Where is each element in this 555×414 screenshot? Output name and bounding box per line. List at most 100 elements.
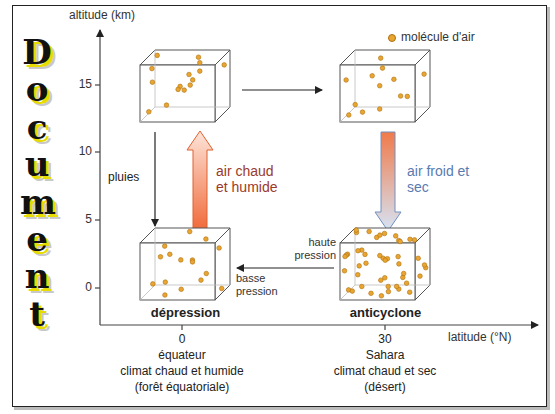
pressure-cell: anticyclone [338, 225, 433, 325]
air-molecule [342, 269, 347, 274]
air-molecule [363, 252, 368, 257]
air-molecule [378, 253, 383, 258]
air-cube [140, 228, 230, 300]
air-molecule [380, 66, 385, 71]
airmass-label: air chaud et humide [216, 163, 288, 195]
air-molecule [343, 254, 348, 259]
air-molecule [360, 284, 365, 289]
air-column [140, 50, 430, 122]
air-molecule [422, 263, 427, 268]
air-molecule [155, 53, 160, 58]
climate-label: climat chaud et sec [305, 364, 465, 379]
air-molecule [416, 256, 421, 261]
title-vertical: Document [20, 34, 54, 333]
air-molecule [196, 55, 201, 60]
air-molecule [357, 264, 362, 269]
cube-face [215, 228, 230, 300]
pressure-label: basse pression [236, 272, 292, 298]
air-molecule [412, 238, 417, 243]
tick-label: 0 [70, 280, 92, 295]
air-molecule [393, 234, 398, 239]
air-molecule [386, 289, 391, 294]
biome-label: (désert) [305, 380, 465, 395]
air-molecule [353, 102, 358, 107]
air-molecule [187, 229, 192, 234]
air-molecule [187, 72, 192, 77]
air-molecule [163, 293, 168, 298]
air-molecule [217, 246, 222, 251]
air-molecule [168, 252, 173, 257]
axes [95, 30, 538, 330]
pressure-label: haute pression [284, 236, 336, 262]
process-label: pluies [108, 170, 148, 185]
cube-face [140, 228, 230, 243]
air-molecule [369, 291, 374, 296]
air-molecule [151, 282, 156, 287]
frame [13, 6, 547, 407]
place-label: Sahara [305, 348, 465, 363]
air-cube [340, 50, 430, 122]
air-molecule [164, 103, 169, 108]
air-molecule [401, 271, 406, 276]
air-molecule [418, 274, 423, 279]
air-molecule [378, 233, 383, 238]
cube-edge [140, 228, 230, 300]
air-molecule [382, 231, 387, 236]
tick-label: 10 [70, 144, 92, 159]
air-molecule [198, 69, 203, 74]
cube-outline [338, 225, 433, 303]
place-label: équateur [102, 348, 262, 363]
pressure-flow-arrow [237, 267, 334, 268]
air-molecule [407, 290, 412, 295]
air-molecule [199, 278, 204, 283]
air-molecule [179, 287, 184, 292]
air-molecule [150, 66, 155, 71]
air-molecule [188, 83, 193, 88]
air-molecule [219, 286, 224, 291]
air-molecule [377, 107, 382, 112]
air-cube [340, 228, 430, 300]
air-molecule [190, 78, 195, 83]
cube-face [340, 243, 415, 300]
air-molecule [222, 63, 227, 68]
air-molecule [404, 281, 409, 286]
cube-face [340, 65, 415, 122]
frame-shadow [547, 7, 550, 410]
air-molecule [396, 254, 401, 259]
legend-item: molécule d'air [388, 30, 475, 44]
cube-face [140, 243, 215, 300]
air-molecule [405, 94, 410, 99]
air-molecule [354, 228, 359, 233]
air-molecule [198, 60, 203, 65]
cube-face [340, 50, 430, 65]
axis-title: altitude (km) [62, 8, 142, 23]
frame-shadow [14, 407, 548, 410]
air-flow-arrow [242, 89, 322, 90]
air-molecule [392, 77, 397, 82]
cube-edge [140, 50, 230, 122]
cube-edge [340, 228, 430, 300]
airmass-label: air froid et sec [407, 163, 477, 195]
air-molecule [163, 280, 168, 285]
air-molecule [356, 248, 361, 253]
air-molecule [176, 87, 181, 92]
axis-title: latitude (°N) [448, 330, 538, 345]
air-molecule [422, 72, 427, 77]
cell-name: dépression [138, 305, 233, 320]
cold-air-arrow [375, 132, 401, 231]
air-molecule [150, 80, 155, 85]
air-molecule [344, 78, 349, 83]
cube-face [140, 65, 215, 122]
air-molecule [383, 258, 388, 263]
air-molecule [190, 260, 195, 265]
air-molecule [370, 74, 375, 79]
air-molecule [347, 113, 352, 118]
air-molecule [377, 83, 382, 88]
air-molecule [179, 258, 184, 263]
air-molecule [147, 110, 152, 115]
air-molecule [356, 272, 361, 277]
air-molecule [350, 289, 355, 294]
air-molecule [378, 56, 383, 61]
cube-face [415, 50, 430, 122]
